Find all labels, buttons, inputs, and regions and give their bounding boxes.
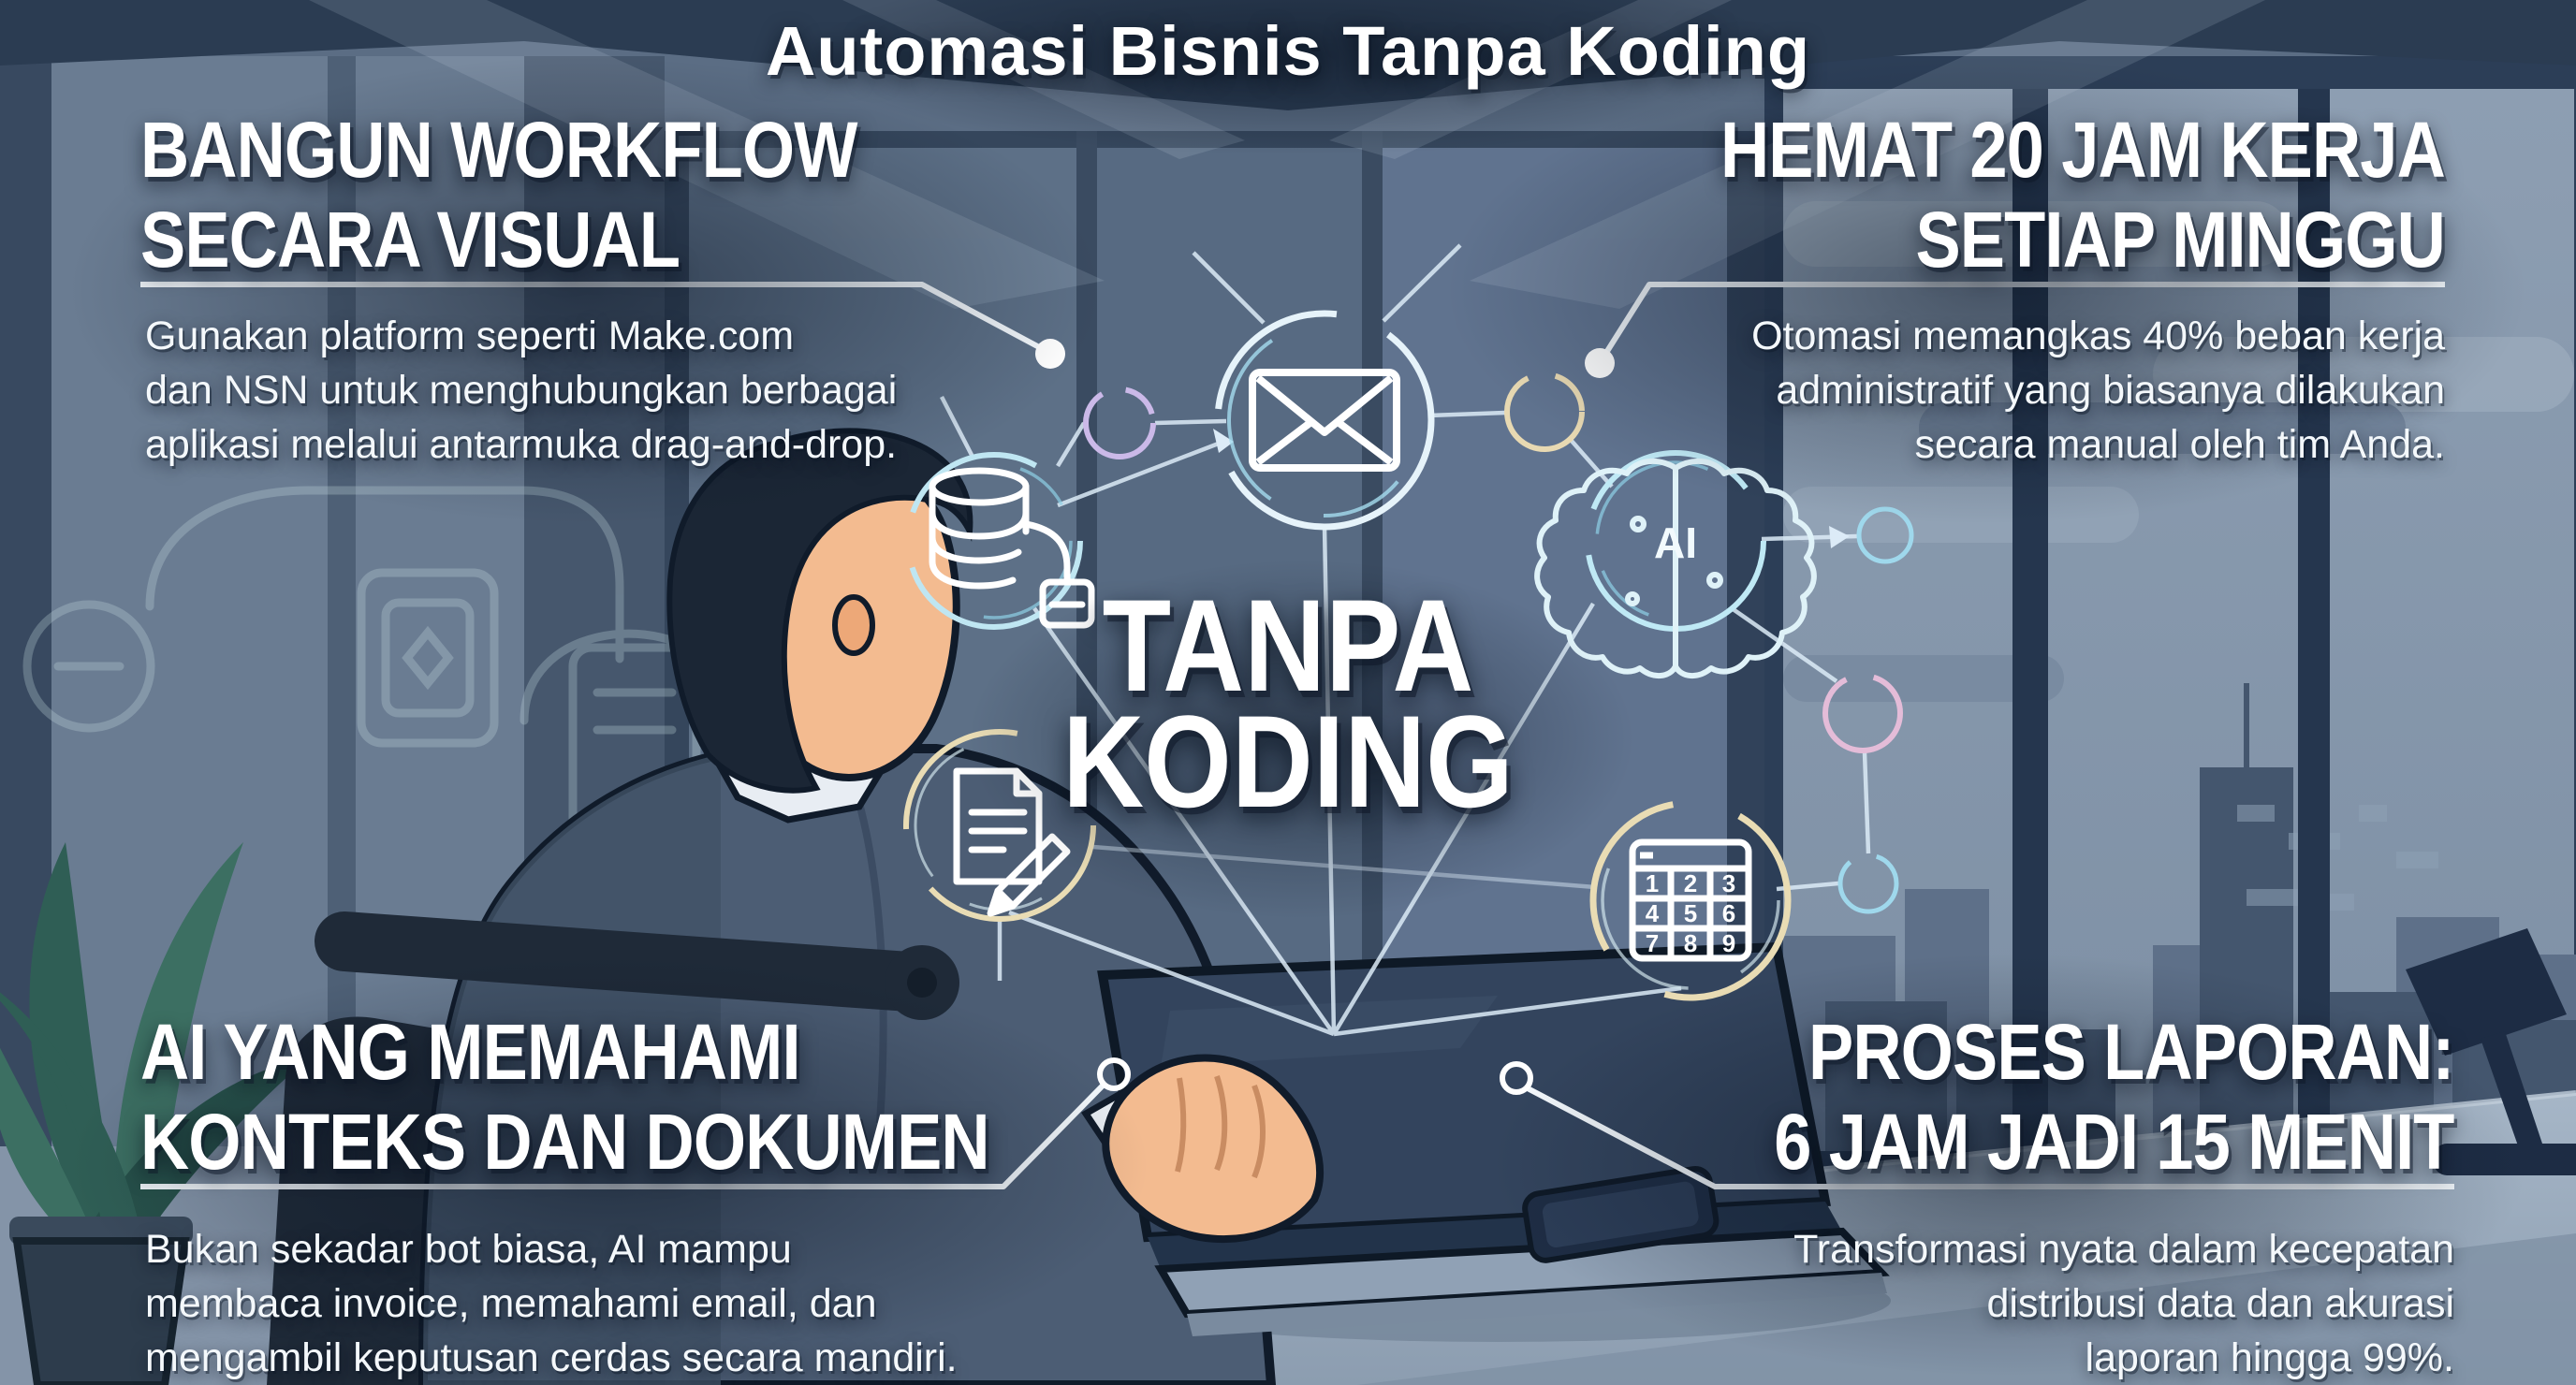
ring-node-pink bbox=[1822, 673, 1903, 753]
body-line: Otomasi memangkas 40% beban kerja bbox=[1751, 313, 2445, 358]
body-bottom-left: Bukan sekadar bot biasa, AI mampu membac… bbox=[145, 1222, 958, 1385]
shade-top-left bbox=[47, 47, 1123, 533]
ear bbox=[832, 594, 875, 656]
heading-line: AI YANG MEMAHAMI bbox=[140, 1008, 801, 1096]
callout-bottom-right: PROSES LAPORAN: 6 JAM JADI 15 MENIT bbox=[1663, 1007, 2455, 1187]
shade-bottom-left bbox=[47, 945, 1170, 1385]
body-line: membaca invoice, memahami email, dan bbox=[145, 1281, 877, 1326]
body-line: Bukan sekadar bot biasa, AI mampu bbox=[145, 1227, 792, 1272]
body-line: distribusi data dan akurasi bbox=[1986, 1281, 2454, 1326]
heading-bottom-left: AI YANG MEMAHAMI KONTEKS DAN DOKUMEN bbox=[140, 1007, 990, 1187]
heading-line: PROSES LAPORAN: bbox=[1808, 1008, 2454, 1096]
ring-node-cyan-small bbox=[1837, 853, 1899, 914]
svg-text:2: 2 bbox=[1684, 869, 1697, 897]
shade-top-right bbox=[1425, 47, 2548, 533]
svg-text:6: 6 bbox=[1722, 899, 1735, 927]
center-line: TANPA bbox=[1102, 572, 1474, 719]
heading-line: BANGUN WORKFLOW bbox=[140, 106, 857, 194]
shade-bottom-right bbox=[1471, 945, 2548, 1385]
body-line: administratif yang biasanya dilakukan bbox=[1776, 368, 2445, 413]
envelope-icon bbox=[1249, 369, 1400, 472]
center-headline: TANPA KODING bbox=[181, 572, 2396, 835]
cloud-shadow bbox=[1783, 655, 2064, 702]
svg-text:3: 3 bbox=[1722, 869, 1735, 897]
body-top-right: Otomasi memangkas 40% beban kerja admini… bbox=[1751, 309, 2445, 472]
heading-line: KONTEKS DAN DOKUMEN bbox=[140, 1098, 990, 1186]
email-node bbox=[1214, 310, 1435, 531]
callout-bottom-left: AI YANG MEMAHAMI KONTEKS DAN DOKUMEN bbox=[140, 1007, 1127, 1187]
heading-top-left: BANGUN WORKFLOW SECARA VISUAL bbox=[140, 105, 857, 284]
callout-top-right: HEMAT 20 JAM KERJA SETIAP MINGGU bbox=[1603, 105, 2446, 284]
body-top-left: Gunakan platform seperti Make.com dan NS… bbox=[145, 309, 897, 472]
heading-line: SECARA VISUAL bbox=[140, 196, 681, 284]
heading-line: SETIAP MINGGU bbox=[1915, 196, 2446, 284]
heading-line: 6 JAM JADI 15 MENIT bbox=[1774, 1098, 2455, 1186]
svg-text:5: 5 bbox=[1684, 899, 1697, 927]
svg-text:1: 1 bbox=[1646, 869, 1659, 897]
heading-bottom-right: PROSES LAPORAN: 6 JAM JADI 15 MENIT bbox=[1774, 1007, 2455, 1187]
body-line: mengambil keputusan cerdas secara mandir… bbox=[145, 1335, 958, 1380]
center-line: KODING bbox=[1062, 688, 1514, 835]
body-line: Transformasi nyata dalam kecepatan bbox=[1793, 1227, 2454, 1272]
svg-text:4: 4 bbox=[1646, 899, 1660, 927]
body-line: aplikasi melalui antarmuka drag-and-drop… bbox=[145, 422, 898, 467]
shade-center bbox=[955, 552, 1647, 926]
poster-title: Automasi Bisnis Tanpa Koding bbox=[765, 12, 1811, 90]
body-line: secara manual oleh tim Anda. bbox=[1914, 422, 2446, 467]
body-bottom-right: Transformasi nyata dalam kecepatan distr… bbox=[1793, 1222, 2454, 1385]
heading-top-right: HEMAT 20 JAM KERJA SETIAP MINGGU bbox=[1720, 105, 2446, 284]
body-line: dan NSN untuk menghubungkan berbagai bbox=[145, 368, 898, 413]
callout-top-left: BANGUN WORKFLOW SECARA VISUAL bbox=[140, 105, 973, 284]
body-line: laporan hingga 99%. bbox=[2085, 1335, 2454, 1380]
body-line: Gunakan platform seperti Make.com bbox=[145, 313, 795, 358]
heading-line: HEMAT 20 JAM KERJA bbox=[1720, 106, 2446, 194]
calculator-digits: 1 2 3 4 5 6 7 8 9 bbox=[1646, 869, 1735, 957]
